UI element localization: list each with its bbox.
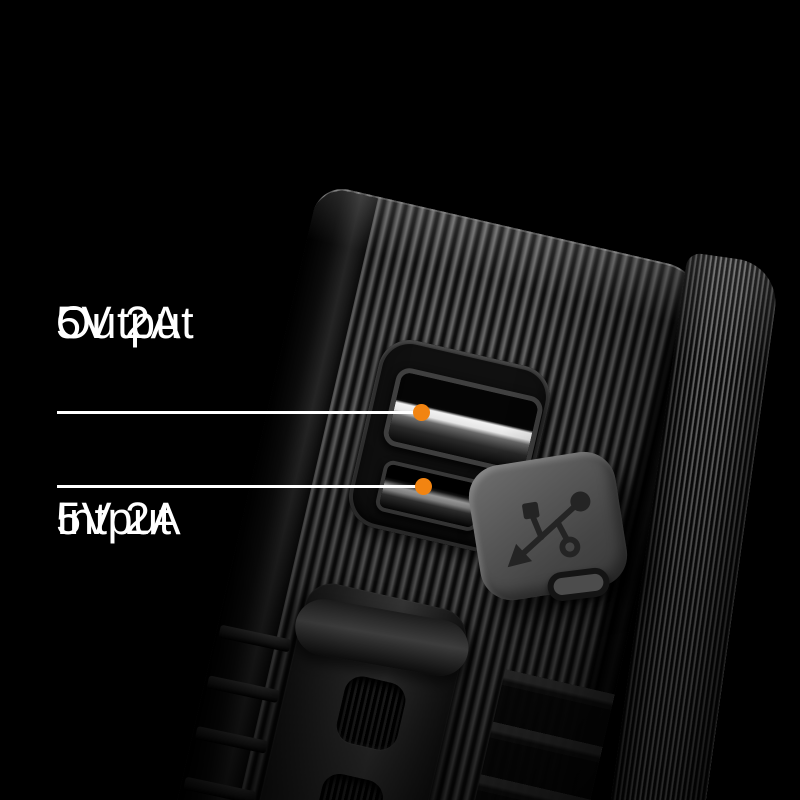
grip-ridge — [218, 624, 292, 653]
clip-hole — [301, 770, 387, 800]
output-title: Output — [56, 297, 195, 348]
input-title: Intput — [56, 493, 172, 544]
output-spec: 5V 2A — [56, 297, 182, 348]
output-marker-dot — [413, 404, 430, 421]
output-leader-line — [57, 411, 417, 414]
grip-ridge — [183, 776, 257, 800]
usb-dust-cover — [464, 447, 632, 605]
clip-bend — [290, 594, 473, 681]
clip-hole — [333, 672, 409, 754]
input-spec: 5V 2A — [56, 493, 182, 544]
input-leader-line — [57, 485, 419, 488]
input-marker-dot — [415, 478, 432, 495]
grip-ridge — [194, 726, 269, 754]
usb-icon — [507, 491, 591, 568]
grip-ridge — [206, 675, 280, 704]
